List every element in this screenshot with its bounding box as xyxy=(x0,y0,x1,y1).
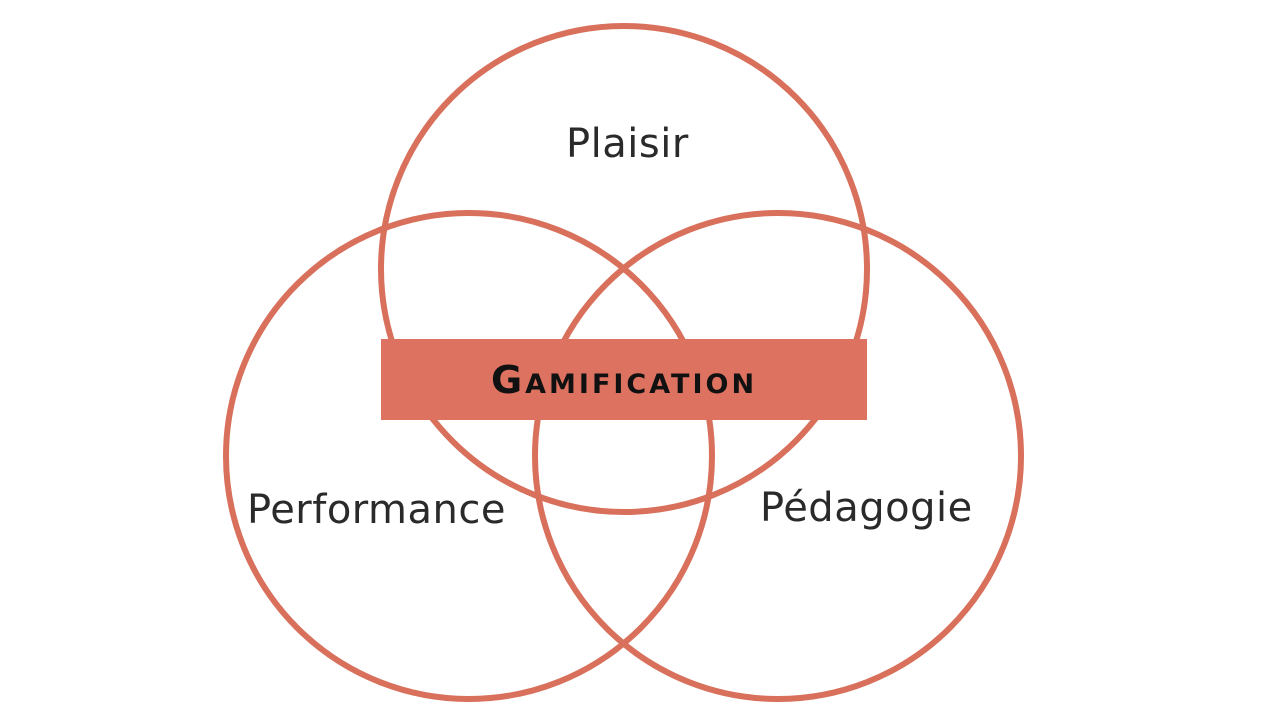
label-pedagogie: Pédagogie xyxy=(760,485,973,531)
circle-plaisir xyxy=(378,23,870,515)
circle-performance xyxy=(223,210,715,702)
center-banner: Gamification xyxy=(381,339,867,420)
label-performance: Performance xyxy=(247,487,506,533)
label-plaisir: Plaisir xyxy=(566,121,689,167)
circle-pedagogie xyxy=(532,210,1024,702)
center-label: Gamification xyxy=(490,357,758,402)
